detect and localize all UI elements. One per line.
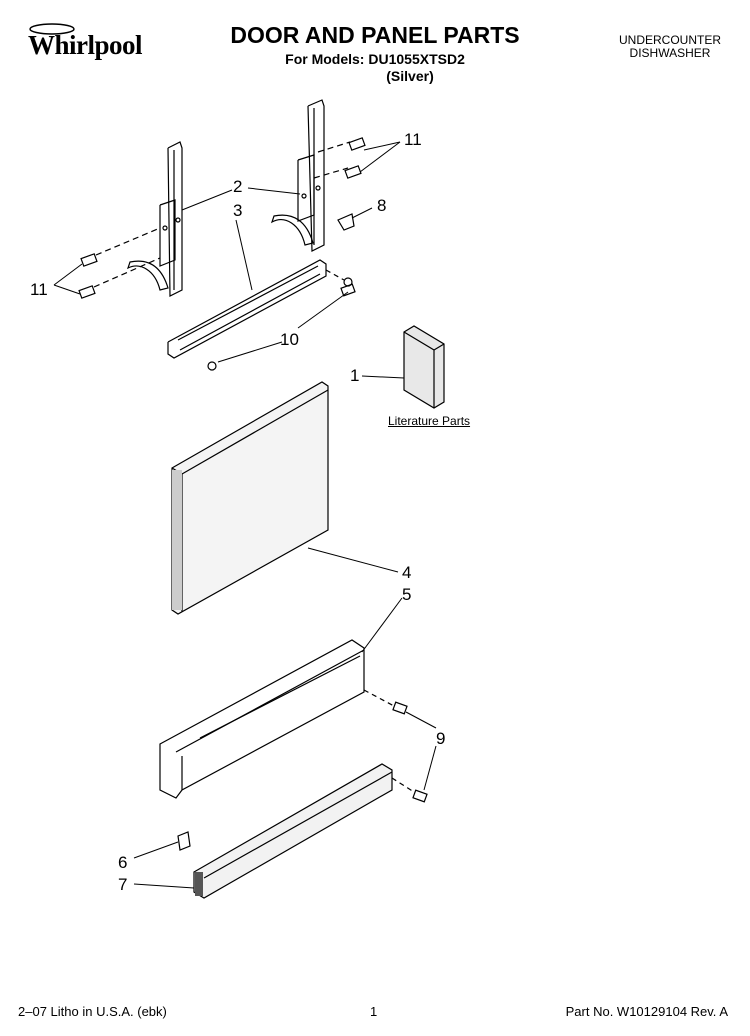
leader-lines <box>53 141 437 889</box>
callout-11-left: 11 <box>30 280 48 299</box>
bottom-trim-strip <box>193 763 393 899</box>
small-bracket <box>177 831 191 851</box>
callout-9: 9 <box>436 729 446 748</box>
lower-toe-panel <box>159 639 365 799</box>
footer-litho: 2–07 Litho in U.S.A. (ebk) <box>18 1004 167 1019</box>
whirlpool-logo: Whirlpool <box>28 30 143 60</box>
right-hinge-bracket <box>270 99 325 252</box>
literature-parts-pack <box>403 325 445 409</box>
callout-6: 6 <box>118 853 128 872</box>
footer-part-number: Part No. W10129104 Rev. A <box>565 1004 728 1019</box>
clip-part <box>337 213 355 231</box>
callout-4: 4 <box>402 563 412 582</box>
left-hinge-bracket <box>126 141 183 297</box>
top-rail <box>167 259 353 359</box>
model-variant: (Silver) <box>386 68 434 84</box>
callout-7: 7 <box>118 875 128 894</box>
callout-1: 1 <box>350 366 360 385</box>
callout-3: 3 <box>233 201 243 220</box>
hinge-screws <box>78 137 366 299</box>
door-panel <box>171 381 329 615</box>
literature-parts-label: Literature Parts <box>388 414 471 428</box>
page-title: DOOR AND PANEL PARTS <box>230 22 520 48</box>
callout-8: 8 <box>377 196 387 215</box>
footer-page-number: 1 <box>370 1004 378 1019</box>
appliance-type-line2: DISHWASHER <box>629 46 711 60</box>
appliance-type-line1: UNDERCOUNTER <box>619 33 721 47</box>
callout-2: 2 <box>233 177 243 196</box>
callout-11-right: 11 <box>404 130 422 149</box>
callout-10: 10 <box>280 330 299 349</box>
model-subtitle: For Models: DU1055XTSD2 <box>285 51 465 67</box>
whirlpool-logo-swoosh <box>29 23 75 35</box>
panel-screws <box>363 689 428 803</box>
callout-5: 5 <box>402 585 412 604</box>
rail-screws <box>207 283 356 371</box>
